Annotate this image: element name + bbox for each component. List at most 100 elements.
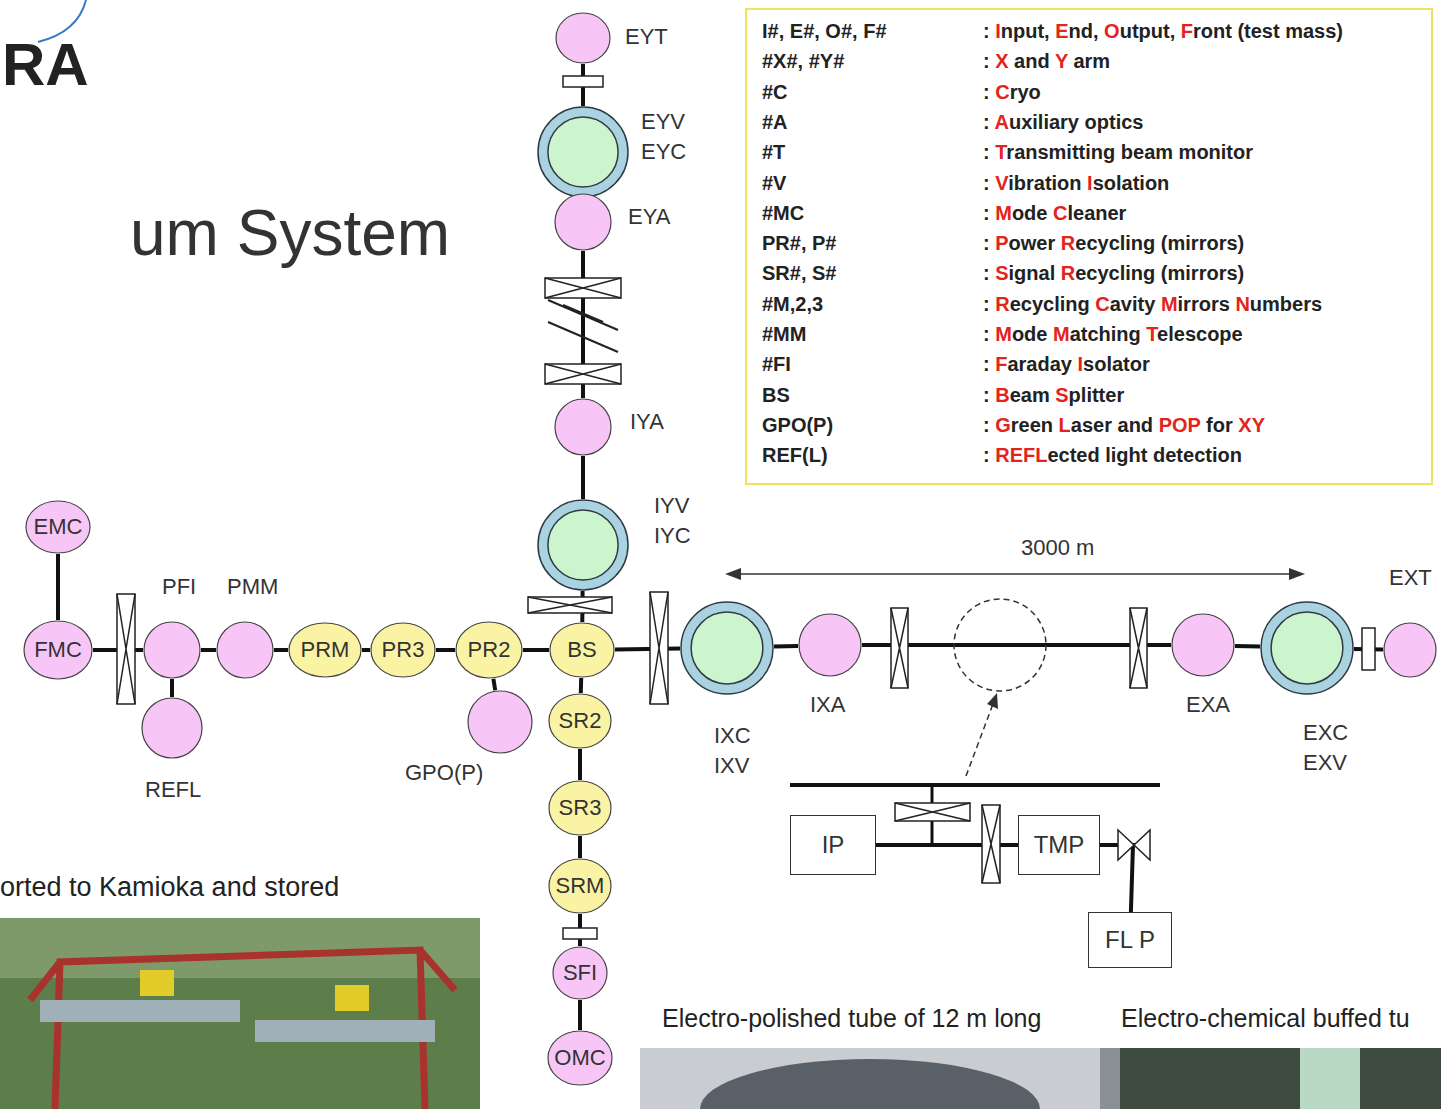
leader-arrow: [966, 704, 993, 776]
node-shape: [143, 621, 201, 679]
legend-code: I#, E#, O#, F#: [762, 18, 887, 44]
optic-circle: EYA: [554, 193, 612, 251]
node-label: FMC: [34, 637, 82, 663]
text-run: :: [983, 414, 995, 436]
text-run: reen: [1011, 414, 1059, 436]
pipe-line: [790, 783, 1160, 787]
key-letter: A: [994, 111, 1008, 133]
arrow-head: [987, 693, 998, 709]
gate-valve: [891, 608, 908, 688]
optic-circle: PFI: [143, 621, 201, 679]
circle-outline: [468, 691, 532, 753]
legend-description: : Faraday Isolator: [983, 351, 1150, 377]
key-letter: X: [995, 50, 1008, 72]
key-letter: M: [995, 323, 1012, 345]
text-run: aser and: [1071, 414, 1159, 436]
circle-outline: [371, 623, 435, 677]
legend-description: : Mode Cleaner: [983, 200, 1126, 226]
node-label: IXA: [810, 690, 845, 720]
legend-code: #MM: [762, 321, 806, 347]
pipe-connector: [362, 648, 370, 652]
gate-valve: [1130, 608, 1147, 688]
node-label: IYA: [630, 407, 664, 437]
legend-description: : Mode Matching Telescope: [983, 321, 1243, 347]
node-label: IYV IYC: [654, 491, 691, 551]
cryostat-core: [691, 612, 763, 684]
node-shape: [554, 193, 612, 251]
key-letter: REFL: [995, 444, 1047, 466]
text-run: uxiliary optics: [1009, 111, 1144, 133]
text-run: solation: [1093, 172, 1170, 194]
legend-code: #A: [762, 109, 788, 135]
pump-box: IP: [790, 815, 876, 875]
text-run: ode: [1012, 202, 1053, 224]
circle-outline: [456, 622, 522, 678]
pipe-connector: [436, 648, 455, 652]
text-run: ecycling (mirrors): [1075, 232, 1244, 254]
key-letter: M: [1053, 323, 1070, 345]
text-run: araday: [1007, 353, 1077, 375]
gate-valve: [117, 594, 135, 704]
text-run: eam: [1010, 384, 1056, 406]
text-run: nput,: [1001, 20, 1055, 42]
flange: [1362, 628, 1375, 670]
pipe-connector: [56, 554, 60, 620]
text-run: :: [983, 353, 995, 375]
node-shape: [467, 690, 533, 754]
key-letter: E: [1055, 20, 1068, 42]
legend-code: #T: [762, 139, 785, 165]
pipe-connector: [579, 678, 583, 693]
node-label: PFI: [162, 572, 196, 602]
optic-circle: PR2: [455, 621, 523, 679]
optic-circle: BS: [549, 622, 615, 678]
node-shape: [1171, 613, 1235, 677]
text-run: utput,: [1120, 20, 1181, 42]
vibration-isolation-ring: [538, 500, 628, 590]
dimension-line: [738, 573, 1292, 575]
circle-outline: [26, 501, 90, 553]
node-label: TMP: [1034, 831, 1085, 859]
key-letter: M: [1161, 293, 1178, 315]
gate-valve: [528, 597, 612, 613]
legend-code: #X#, #Y#: [762, 48, 844, 74]
key-letter: M: [995, 202, 1012, 224]
circle-outline: [1384, 623, 1436, 677]
text-run: :: [983, 262, 995, 284]
node-label: OMC: [554, 1045, 605, 1071]
optic-circle: SRM: [548, 858, 612, 914]
node-label: IP: [822, 831, 845, 859]
text-run: :: [983, 323, 995, 345]
optic-circle: PRM: [288, 622, 362, 678]
optic-circle: IYA: [554, 398, 612, 456]
pipe-connector: [1235, 644, 1260, 649]
key-letter: L: [1059, 414, 1071, 436]
circle-outline: [550, 623, 614, 677]
text-run: arm: [1068, 50, 1110, 72]
photo-bore: [700, 1059, 1040, 1109]
legend-code: #MC: [762, 200, 804, 226]
text-run: ryo: [1010, 81, 1041, 103]
node-label: REFL: [145, 775, 201, 805]
pipe-connector: [170, 679, 174, 697]
node-shape: [1260, 601, 1354, 695]
pipe-connector: [493, 679, 495, 691]
text-run: leaner: [1067, 202, 1126, 224]
text-run: irrors: [1178, 293, 1236, 315]
circle-outline: [289, 623, 361, 677]
node-shape: [537, 499, 629, 591]
text-run: ode: [1012, 323, 1053, 345]
node-shape: [537, 106, 629, 198]
legend-code: GPO(P): [762, 412, 833, 438]
gate-valve: [545, 364, 621, 384]
legend-description: : Vibration Isolation: [983, 170, 1169, 196]
optic-circle: OMC: [547, 1030, 613, 1086]
optic-circle: REFL: [141, 697, 203, 759]
photo-tube: [255, 1020, 435, 1042]
optic-circle: IXA: [798, 613, 862, 677]
pump-box: FL P: [1088, 912, 1172, 968]
key-letter: I: [995, 20, 1001, 42]
gate-valve: [650, 592, 668, 704]
text-run: ected light detection: [1047, 444, 1241, 466]
text-run: :: [983, 50, 995, 72]
